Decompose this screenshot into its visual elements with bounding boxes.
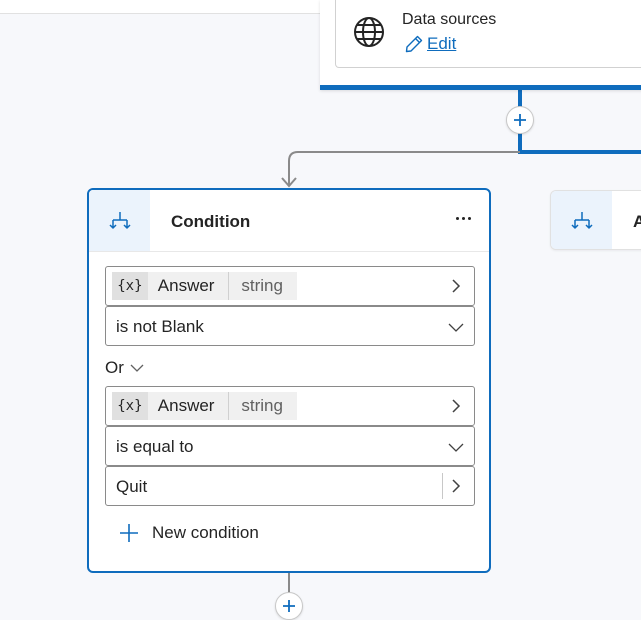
chevron-right-icon[interactable] xyxy=(448,478,464,494)
value-divider xyxy=(442,473,443,499)
variable-name: Answer xyxy=(147,392,229,420)
variable-name: Answer xyxy=(147,272,229,300)
edit-data-sources-link[interactable]: Edit xyxy=(404,34,456,54)
operator-value: is equal to xyxy=(116,437,194,456)
add-node-button-bottom[interactable] xyxy=(275,592,303,620)
condition-icon-box xyxy=(89,190,150,251)
chevron-right-icon xyxy=(452,279,461,293)
connector-arrowhead xyxy=(281,177,297,188)
variable-type: string xyxy=(229,392,297,420)
plus-icon xyxy=(514,114,526,126)
branch-connector-left xyxy=(288,151,520,186)
comparison-value-input[interactable]: Quit xyxy=(105,466,475,506)
branch-connector-right xyxy=(518,90,641,154)
more-dot-icon xyxy=(467,216,471,220)
add-node-button-top[interactable] xyxy=(506,106,534,134)
logic-operator-dropdown[interactable]: Or xyxy=(105,358,144,378)
condition-title: Condition xyxy=(171,212,251,231)
variable-chip: {x} Answer string xyxy=(112,272,297,300)
new-condition-label: New condition xyxy=(152,523,259,542)
data-sources-title: Data sources xyxy=(402,11,497,28)
chevron-down-icon xyxy=(448,443,464,452)
data-sources-node[interactable]: Data sources Edit xyxy=(320,0,641,90)
comparison-value[interactable]: Quit xyxy=(116,477,148,496)
new-condition-button[interactable]: New condition xyxy=(119,523,259,543)
condition-header: Condition xyxy=(89,190,489,252)
more-dot-icon xyxy=(455,216,459,220)
more-dot-icon xyxy=(461,216,465,220)
condition-icon-box xyxy=(551,191,612,249)
chevron-right-icon xyxy=(452,399,461,413)
condition-branch-icon xyxy=(570,212,593,229)
plus-icon xyxy=(120,524,138,542)
operator-dropdown-1[interactable]: is not Blank xyxy=(105,306,475,346)
operator-dropdown-2[interactable]: is equal to xyxy=(105,426,475,466)
chevron-down-icon xyxy=(448,323,464,332)
logic-operator-label: Or xyxy=(105,358,124,377)
variable-selector-2[interactable]: {x} Answer string xyxy=(105,386,475,426)
more-options-button[interactable] xyxy=(449,207,477,229)
variable-icon: {x} xyxy=(112,392,148,420)
operator-value: is not Blank xyxy=(116,317,204,336)
right-node-title: A xyxy=(633,212,641,232)
variable-type: string xyxy=(229,272,297,300)
right-condition-node[interactable]: A xyxy=(550,190,641,250)
data-sources-panel: Data sources Edit xyxy=(335,0,641,68)
chevron-down-icon xyxy=(130,364,144,372)
globe-icon xyxy=(354,17,384,47)
condition-branch-icon xyxy=(108,211,131,229)
chip-divider xyxy=(228,272,230,300)
condition-node[interactable]: Condition {x} Answer string is not Blank… xyxy=(87,188,491,573)
chip-divider xyxy=(228,392,230,420)
variable-selector-1[interactable]: {x} Answer string xyxy=(105,266,475,306)
edit-link-label[interactable]: Edit xyxy=(427,34,457,53)
pencil-icon xyxy=(405,35,423,53)
variable-chip: {x} Answer string xyxy=(112,392,297,420)
plus-icon xyxy=(283,600,295,612)
variable-icon: {x} xyxy=(112,272,148,300)
